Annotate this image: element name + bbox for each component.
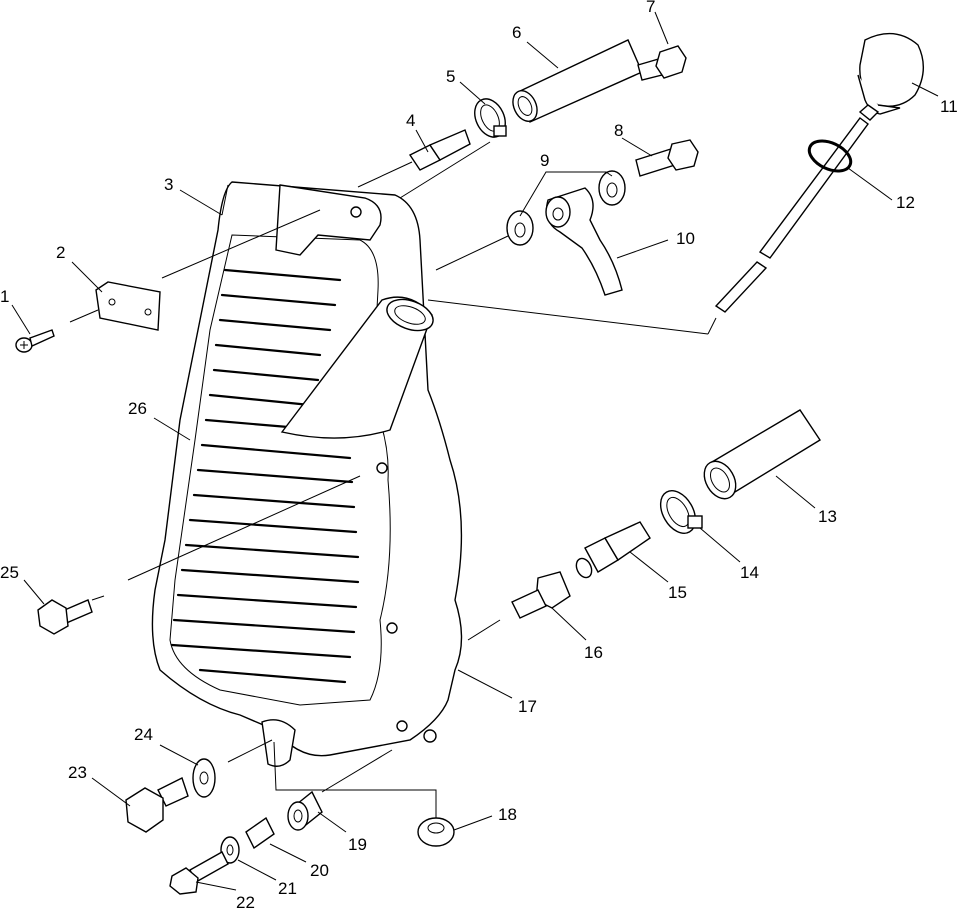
callout-3: 3 [164, 175, 173, 194]
callout-14: 14 [740, 563, 759, 582]
callout-17: 17 [518, 697, 537, 716]
fitting-part-4 [408, 129, 471, 171]
callout-8: 8 [614, 121, 623, 140]
assembly-guide-lines [69, 141, 717, 818]
callout-16: 16 [584, 643, 603, 662]
o-ring-part-12 [807, 139, 853, 173]
hose-part-13 [703, 409, 821, 500]
callout-26: 26 [128, 399, 147, 418]
grommet-part-18 [417, 817, 455, 847]
callout-19: 19 [348, 835, 367, 854]
callout-7: 7 [646, 0, 655, 16]
flange-bolt-part-23 [125, 777, 189, 833]
washers-part-9 [506, 170, 626, 246]
callout-18: 18 [498, 805, 517, 824]
bolt-part-7 [637, 45, 687, 81]
callout-13: 13 [818, 507, 837, 526]
callout-9: 9 [540, 151, 549, 170]
callout-23: 23 [68, 763, 87, 782]
cooling-fins [170, 268, 360, 684]
bolt-part-8 [635, 139, 699, 177]
callout-15: 15 [668, 583, 687, 602]
hose-clamp-part-5 [474, 98, 507, 138]
banjo-fitting-part-10 [545, 187, 623, 296]
callout-5: 5 [446, 67, 455, 86]
hose-part-6 [512, 39, 643, 123]
leader-lines [11, 11, 939, 891]
washer-part-21 [220, 836, 240, 864]
dipstick-rod [714, 117, 869, 313]
callout-12: 12 [896, 193, 915, 212]
callout-2: 2 [56, 243, 65, 262]
callout-1: 1 [0, 287, 9, 306]
washer-part-24 [192, 758, 216, 798]
hose-clamp-part-14 [659, 490, 703, 534]
oil-tank [151, 181, 463, 767]
callout-20: 20 [310, 861, 329, 880]
callout-4: 4 [406, 111, 415, 130]
callout-21: 21 [278, 879, 297, 898]
flange-bolt-part-25 [37, 599, 93, 635]
grommet-part-19 [287, 790, 323, 831]
callout-24: 24 [134, 725, 153, 744]
dipstick-cap-part-11 [857, 32, 924, 121]
callout-6: 6 [512, 23, 521, 42]
bolt-part-22 [169, 851, 229, 895]
bracket-plate-part-2 [95, 281, 161, 331]
callout-10: 10 [676, 229, 695, 248]
callout-22: 22 [236, 893, 255, 910]
fitting-part-15 [575, 521, 651, 579]
callout-25: 25 [0, 563, 19, 582]
screw-part-1 [15, 329, 55, 353]
callout-11: 11 [940, 97, 958, 116]
sensor-part-16 [511, 571, 571, 619]
sleeve-part-20 [245, 816, 275, 850]
